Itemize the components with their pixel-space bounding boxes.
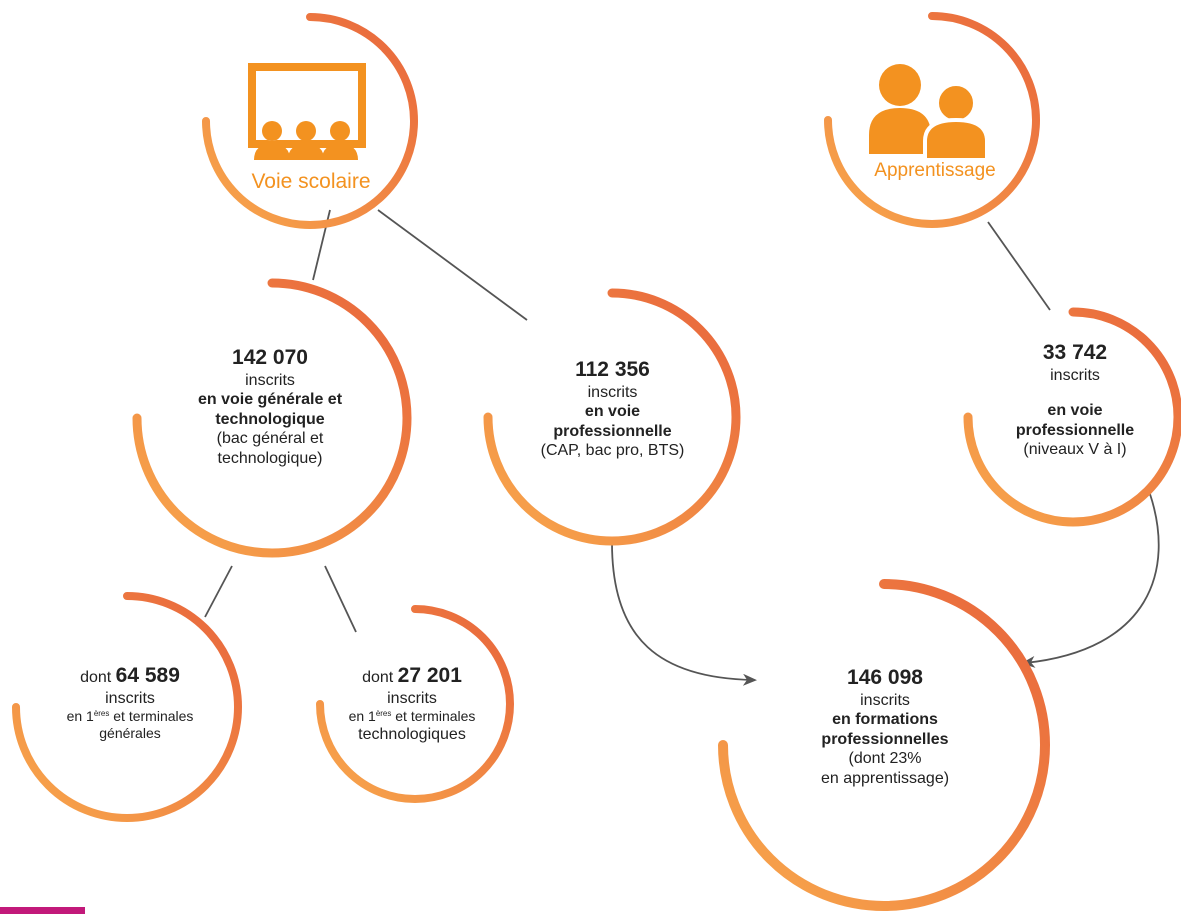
pro-scolaire-detail: (CAP, bac pro, BTS) <box>540 442 685 460</box>
arc-gen-tech <box>132 278 412 558</box>
pro-scolaire-unit: inscrits <box>587 383 638 401</box>
gen-tech-node: 142 070 inscrits en voie générale et tec… <box>150 345 390 468</box>
generales-line-c: générales <box>99 725 161 742</box>
connector-gentech-generales <box>204 565 233 618</box>
gen-tech-value: 142 070 <box>232 346 308 369</box>
pro-apprentissage-desc-2: professionnelle <box>1015 421 1135 439</box>
pro-apprentissage-value: 33 742 <box>1042 341 1108 364</box>
arc-voie-scolaire <box>202 13 418 229</box>
technologiques-value: 27 201 <box>397 664 462 687</box>
technologiques-sup: ères <box>375 709 392 719</box>
voie-scolaire-label: Voie scolaire <box>251 170 371 193</box>
generales-unit: inscrits <box>105 689 155 707</box>
total-pro-desc-1: en formations <box>832 711 938 729</box>
people-icon <box>869 64 989 162</box>
generales-node: dont 64 589 inscrits en 1ères et termina… <box>40 663 220 742</box>
connector-apprentissage-pro <box>987 221 1051 311</box>
gen-tech-desc-1: en voie générale et <box>197 391 343 409</box>
corner-accent-bar <box>0 907 85 914</box>
total-pro-unit: inscrits <box>860 691 910 709</box>
arc-pro-scolaire <box>483 288 741 546</box>
technologiques-line-a: en 1 <box>348 708 376 725</box>
gen-tech-detail-2: technologique) <box>217 449 323 467</box>
technologiques-line-b: et terminales <box>391 708 476 725</box>
technologiques-prefix: dont <box>362 669 394 686</box>
pro-apprentissage-node: 33 742 inscrits en voie professionnelle … <box>990 340 1160 460</box>
technologiques-unit: inscrits <box>387 689 437 707</box>
arc-generales <box>12 592 242 822</box>
arrow-pro-to-total <box>611 542 757 686</box>
arc-total-pro <box>718 579 1050 911</box>
total-pro-value: 146 098 <box>847 666 923 689</box>
generales-value: 64 589 <box>115 664 180 687</box>
gen-tech-detail-1: (bac général et <box>216 430 324 448</box>
arrow-apprentissage-to-total <box>1021 493 1160 668</box>
pro-apprentissage-detail: (niveaux V à I) <box>1023 441 1127 459</box>
connector-scolaire-pro <box>377 209 528 321</box>
arc-technologiques <box>316 605 514 803</box>
total-pro-desc-2: professionnelles <box>821 730 949 748</box>
pro-scolaire-node: 112 356 inscrits en voie professionnelle… <box>500 357 725 461</box>
pro-scolaire-desc-1: en voie <box>584 403 641 421</box>
generales-line-a: en 1 <box>66 708 94 725</box>
technologiques-node: dont 27 201 inscrits en 1ères et termina… <box>322 663 502 745</box>
gen-tech-desc-2: technologique <box>215 410 325 428</box>
total-pro-node: 146 098 inscrits en formations professio… <box>780 665 990 788</box>
total-pro-detail-2: en apprentissage) <box>820 769 950 787</box>
generales-line-b: et terminales <box>109 708 194 725</box>
gen-tech-unit: inscrits <box>245 371 295 389</box>
connector-gentech-technologiques <box>324 565 357 633</box>
total-pro-detail-1: (dont 23% <box>848 750 922 768</box>
apprentissage-label: Apprentissage <box>874 160 996 181</box>
pro-apprentissage-unit: inscrits <box>1050 366 1100 384</box>
generales-sup: ères <box>93 709 110 719</box>
generales-prefix: dont <box>80 669 112 686</box>
technologiques-line-c: technologiques <box>358 726 466 744</box>
pro-apprentissage-desc-1: en voie <box>1047 402 1103 420</box>
classroom-icon <box>248 63 366 160</box>
arc-pro-apprentissage <box>963 307 1181 527</box>
pro-scolaire-desc-2: professionnelle <box>553 422 672 440</box>
pro-scolaire-value: 112 356 <box>575 358 650 381</box>
arc-apprentissage <box>824 12 1040 228</box>
